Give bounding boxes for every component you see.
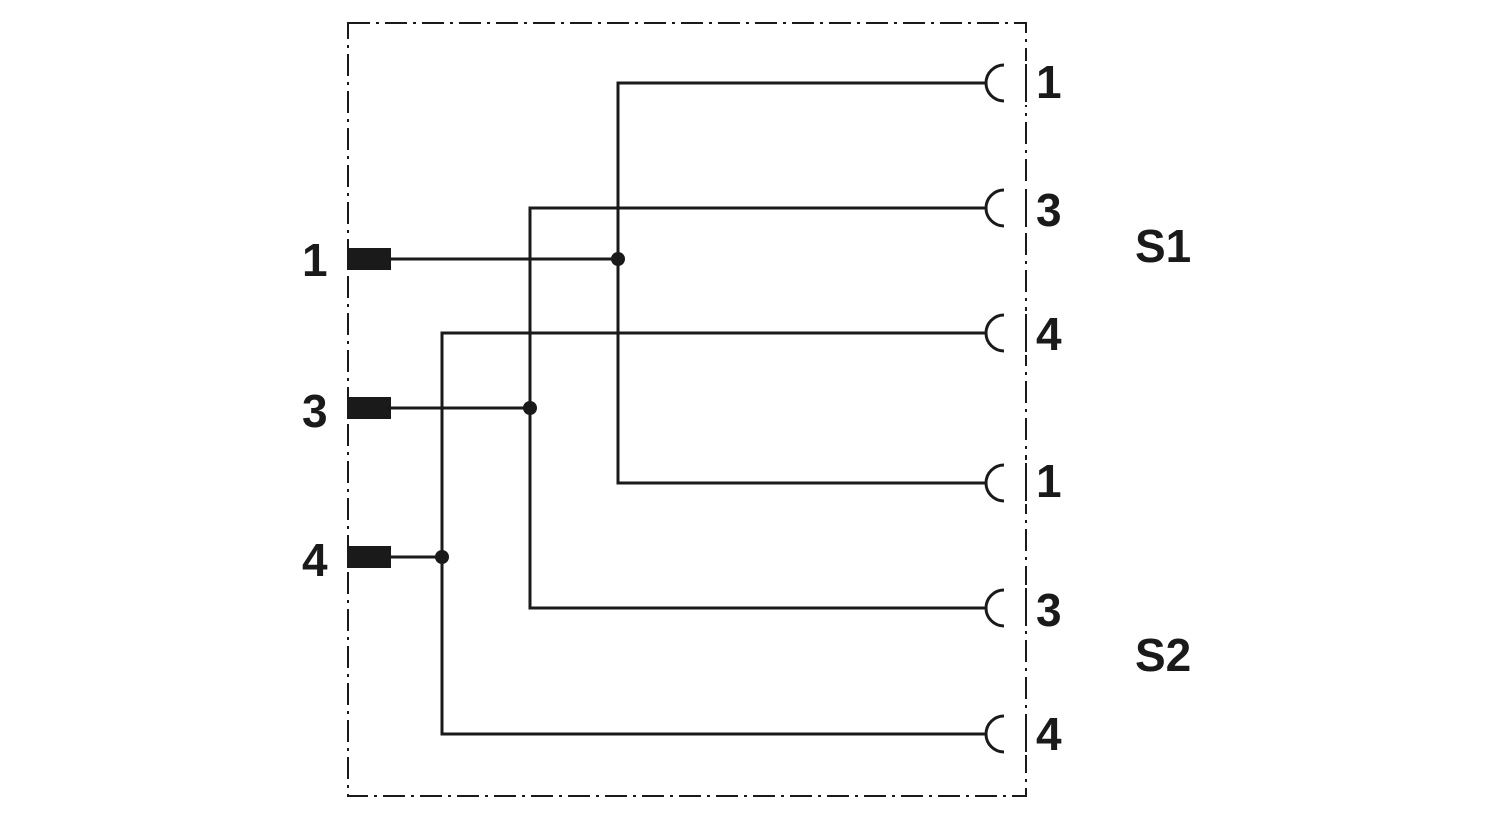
socket-contacts — [984, 63, 1005, 754]
socket-label-s1: S1 — [1135, 220, 1191, 272]
s2-contact-label: 1 — [1036, 455, 1062, 507]
s1-contact-label: 1 — [1036, 56, 1062, 108]
female-socket-icon — [984, 463, 1005, 503]
wire-pin-3 — [390, 206, 985, 610]
input-pins — [347, 248, 391, 568]
junction-dot-4 — [435, 550, 449, 564]
male-pin-icon — [347, 248, 391, 270]
s1-contact-label: 4 — [1036, 308, 1062, 360]
s2-contact-label: 3 — [1036, 584, 1062, 636]
wire-pin-1 — [390, 81, 985, 485]
s1-contact-label: 3 — [1036, 184, 1062, 236]
input-pin-label: 4 — [302, 534, 328, 586]
junction-dots — [435, 252, 625, 564]
female-socket-icon — [984, 313, 1005, 353]
input-pin-label: 1 — [302, 234, 328, 286]
input-pin-label: 3 — [302, 385, 328, 437]
junction-dot-3 — [523, 401, 537, 415]
male-pin-icon — [347, 546, 391, 568]
junction-dot-1 — [611, 252, 625, 266]
female-socket-icon — [984, 188, 1005, 228]
female-socket-icon — [984, 63, 1005, 103]
housing-outline — [347, 22, 1027, 797]
male-pin-icon — [347, 397, 391, 419]
female-socket-icon — [984, 588, 1005, 628]
socket-label-s2: S2 — [1135, 629, 1191, 681]
s2-contact-label: 4 — [1036, 708, 1062, 760]
female-socket-icon — [984, 714, 1005, 754]
wire-pin-4 — [390, 331, 985, 736]
